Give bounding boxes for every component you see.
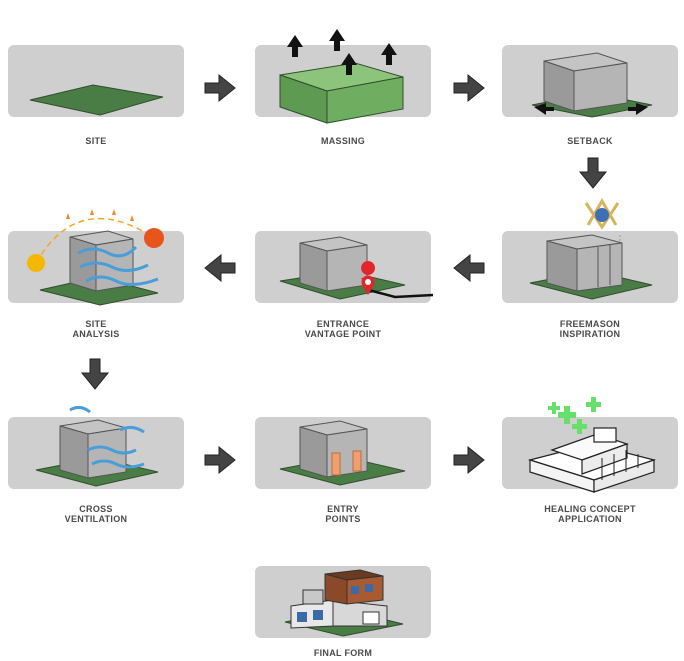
step-label: SITE ANALYSIS bbox=[8, 319, 184, 339]
left-arrow-icon bbox=[453, 253, 485, 283]
right-arrow-icon bbox=[453, 73, 485, 103]
label-line1: CROSS bbox=[79, 504, 113, 514]
entry-points-illustration bbox=[279, 420, 406, 486]
label-line1: SETBACK bbox=[567, 136, 613, 146]
plus-icon bbox=[548, 397, 601, 434]
massing-block-illustration bbox=[279, 29, 404, 124]
label-line2: VENTILATION bbox=[64, 514, 128, 524]
entrance-vantage-illustration bbox=[279, 236, 434, 300]
step-label: ENTRY POINTS bbox=[255, 504, 431, 524]
step-label: MASSING bbox=[255, 136, 431, 146]
label-line1: SITE bbox=[85, 136, 107, 146]
label-line1: HEALING CONCEPT bbox=[544, 504, 636, 514]
label-line1: SITE bbox=[85, 319, 107, 329]
right-arrow-icon bbox=[453, 445, 485, 475]
sun-icon bbox=[144, 228, 164, 248]
healing-concept-illustration bbox=[527, 397, 657, 493]
final-form-illustration bbox=[284, 569, 404, 637]
wind-icon bbox=[77, 245, 159, 286]
label-line1: FINAL FORM bbox=[313, 648, 373, 658]
step-label: CROSS VENTILATION bbox=[8, 504, 184, 524]
step-label: SETBACK bbox=[502, 136, 678, 146]
right-arrow-icon bbox=[204, 445, 236, 475]
freemason-symbol-icon bbox=[584, 198, 620, 230]
label-line1: ENTRY bbox=[327, 504, 359, 514]
freemason-inspiration-illustration bbox=[529, 198, 653, 300]
label-line2: VANTAGE POINT bbox=[304, 329, 382, 339]
up-arrow-icon bbox=[287, 29, 397, 75]
step-label: ENTRANCE VANTAGE POINT bbox=[255, 319, 431, 339]
wind-icon bbox=[69, 405, 145, 469]
site-plot-illustration bbox=[29, 84, 164, 116]
label-line2: POINTS bbox=[325, 514, 361, 524]
down-arrow-icon bbox=[80, 358, 110, 390]
cross-ventilation-illustration bbox=[35, 405, 159, 487]
step-label: SITE bbox=[8, 136, 184, 146]
right-arrow-icon bbox=[204, 73, 236, 103]
down-arrow-icon bbox=[578, 157, 608, 189]
label-line2: INSPIRATION bbox=[559, 329, 621, 339]
location-pin-icon bbox=[361, 261, 376, 295]
left-arrow-icon bbox=[204, 253, 236, 283]
label-line2: ANALYSIS bbox=[72, 329, 120, 339]
label-line1: FREEMASON bbox=[559, 319, 621, 329]
label-line2: APPLICATION bbox=[558, 514, 622, 524]
site-analysis-illustration bbox=[27, 209, 164, 306]
step-label: FREEMASON INSPIRATION bbox=[502, 319, 678, 339]
step-label: HEALING CONCEPT APPLICATION bbox=[502, 504, 678, 524]
setback-illustration bbox=[531, 52, 653, 118]
sun-icon bbox=[27, 254, 45, 272]
label-line1: MASSING bbox=[320, 136, 366, 146]
label-line1: ENTRANCE bbox=[316, 319, 370, 329]
step-label: FINAL FORM bbox=[255, 648, 431, 658]
